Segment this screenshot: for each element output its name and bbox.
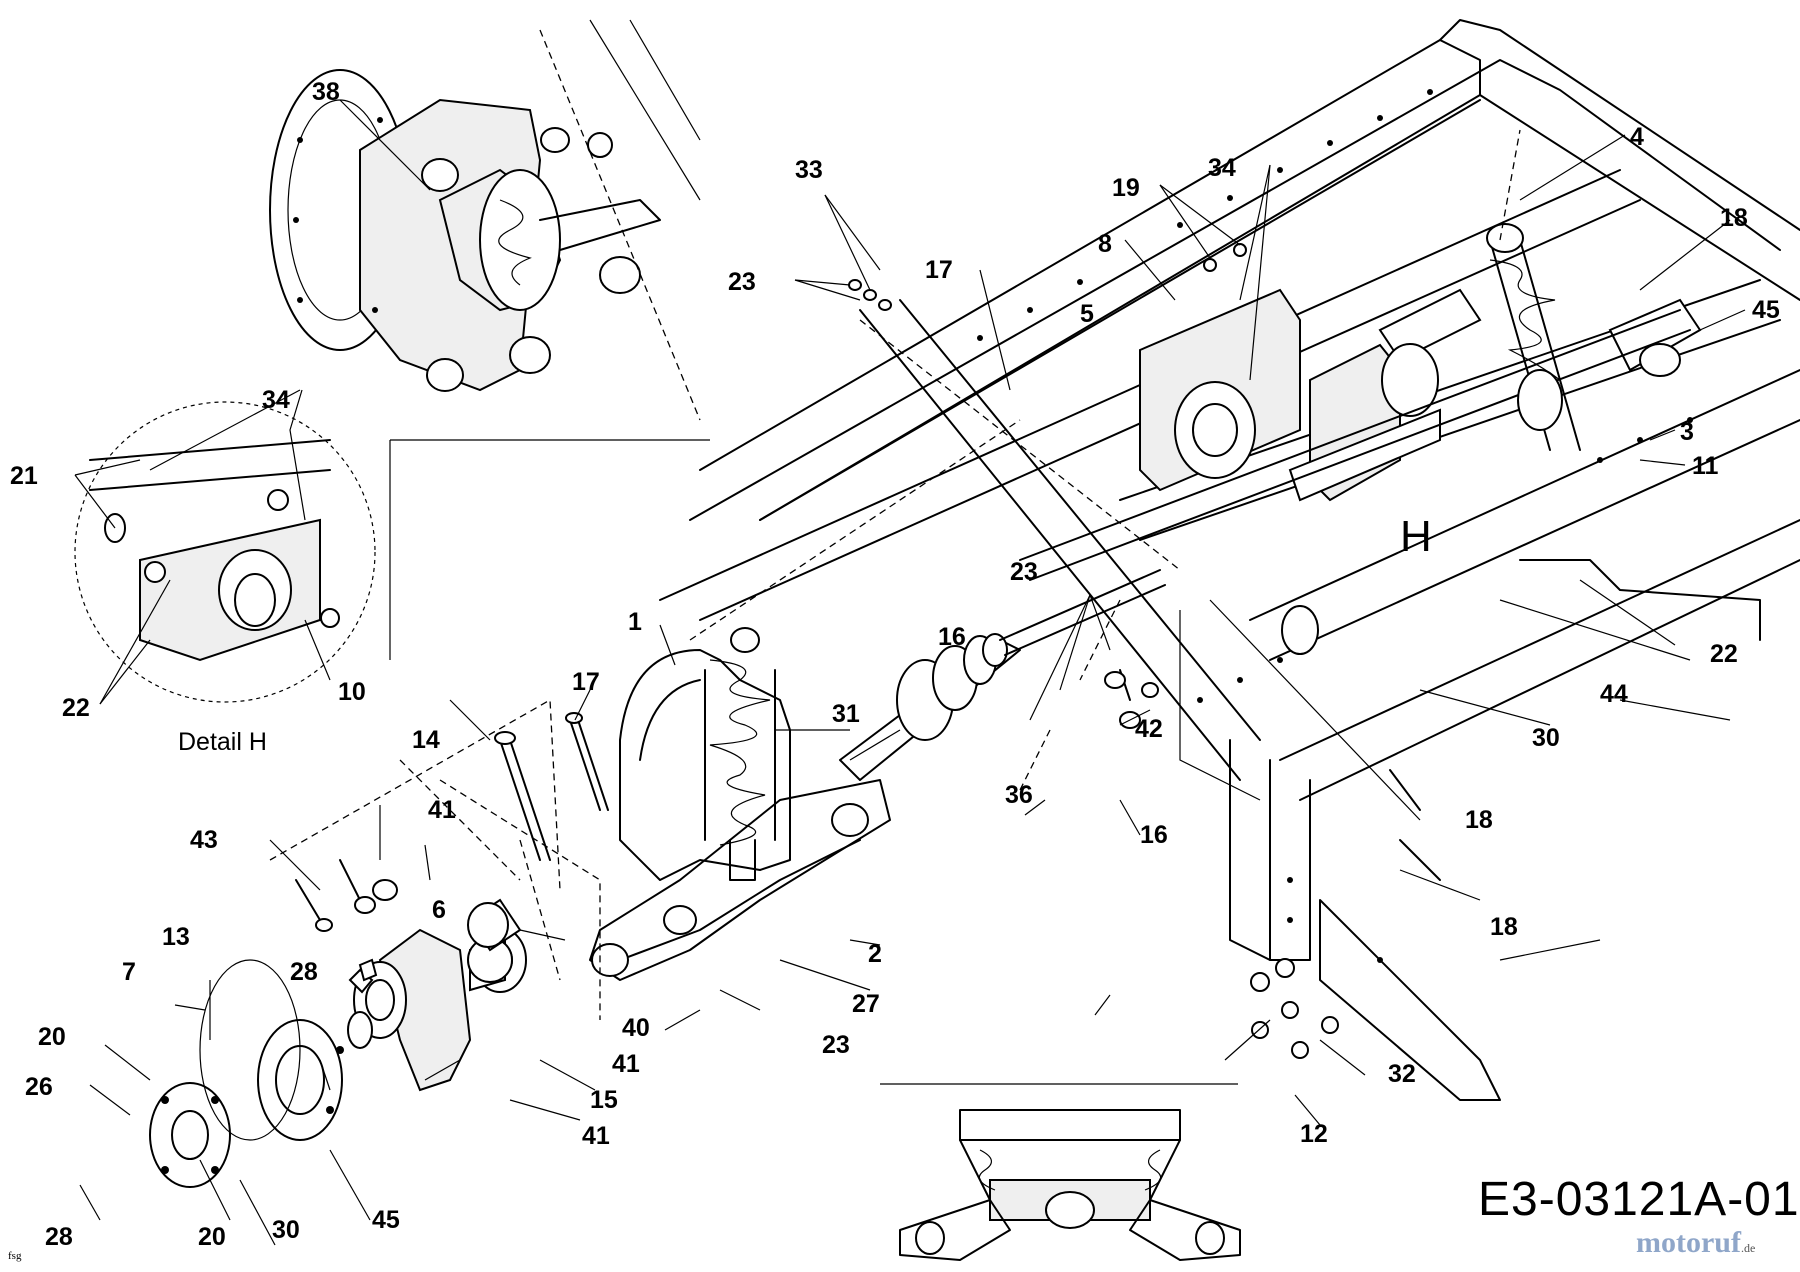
- callout-13: 13: [162, 923, 190, 951]
- callout-7: 7: [122, 958, 136, 986]
- callout-40: 40: [622, 1014, 650, 1042]
- callout-21: 21: [10, 462, 38, 490]
- drawing-code: E3-03121A-01: [1478, 1173, 1800, 1226]
- callout-1: 1: [628, 608, 642, 636]
- rear-axle-shaft: [1019, 309, 1691, 655]
- callout-30: 30: [1532, 724, 1560, 752]
- callout-12: 12: [1300, 1120, 1328, 1148]
- hub-detail-inset: [269, 19, 710, 660]
- callout-20b: 20: [198, 1223, 226, 1251]
- knuckle-hub-assembly: [149, 927, 527, 1188]
- callout-45: 45: [1752, 296, 1780, 324]
- callout-8: 8: [1098, 230, 1112, 258]
- callout-18c: 18: [1490, 913, 1518, 941]
- callout-23b: 23: [1010, 558, 1038, 586]
- watermark-logo: motoruf.de: [1636, 1226, 1755, 1260]
- callout-6: 6: [432, 896, 446, 924]
- hardware: [295, 243, 1441, 1059]
- callout-41b: 41: [612, 1050, 640, 1078]
- callout-27: 28: [290, 958, 318, 986]
- watermark-main: motoruf: [1636, 1226, 1741, 1259]
- callout-17: 17: [925, 256, 953, 284]
- callout-33: 33: [795, 156, 823, 184]
- callout-10: 10: [338, 678, 366, 706]
- callout-42: 42: [1135, 715, 1163, 743]
- assembly-lines: [269, 129, 1521, 1020]
- front-shock: [704, 627, 776, 881]
- callout-28: 30: [272, 1216, 300, 1244]
- callout-labels: 38 34 21 22 10 33 23 17 5 8 19 34 4 18 4…: [10, 78, 1780, 1251]
- callout-36: 36: [1005, 781, 1033, 809]
- detail-h-label: Detail H: [178, 728, 267, 756]
- callout-43: 43: [190, 826, 218, 854]
- leader-lines: [74, 99, 1746, 1246]
- callout-20: 20: [38, 1023, 66, 1051]
- callout-23c: 23: [822, 1031, 850, 1059]
- callout-15: 15: [590, 1086, 618, 1114]
- callout-23: 23: [728, 268, 756, 296]
- callout-45b: 45: [372, 1206, 400, 1234]
- callout-34b: 34: [1208, 154, 1236, 182]
- callout-44: 44: [1600, 680, 1628, 708]
- callout-19: 19: [1112, 174, 1140, 202]
- callout-41: 41: [428, 796, 456, 824]
- callout-31: 31: [832, 700, 860, 728]
- callout-41c: 41: [582, 1122, 610, 1150]
- callout-32: 32: [1388, 1060, 1416, 1088]
- callout-4: 4: [1630, 123, 1644, 151]
- callout-18: 18: [1720, 204, 1748, 232]
- callout-3: 3: [1680, 418, 1694, 446]
- callout-18b: 18: [1465, 806, 1493, 834]
- callout-26: 28: [45, 1223, 73, 1251]
- drive-shaft: [839, 569, 1166, 781]
- callout-11: 11: [1692, 452, 1719, 480]
- detail-h-circle: [74, 401, 376, 703]
- callout-25: 27: [852, 990, 880, 1018]
- callout-34: 34: [262, 386, 290, 414]
- callout-17b: 17: [572, 668, 600, 696]
- callout-16b: 16: [1140, 821, 1168, 849]
- maker-mark: fsg: [8, 1250, 22, 1262]
- callout-16: 16: [938, 623, 966, 651]
- callout-2: 2: [868, 940, 882, 968]
- transaxle: [1139, 288, 1482, 502]
- callout-22b: 22: [1710, 640, 1738, 668]
- main-frame: [659, 19, 1800, 1101]
- callout-24: 26: [25, 1073, 53, 1101]
- watermark-suffix: .de: [1740, 1241, 1756, 1255]
- front-view-inset: [880, 1083, 1241, 1261]
- callout-5: 5: [1080, 300, 1094, 328]
- callout-22: 22: [62, 694, 90, 722]
- callout-14: 14: [412, 726, 440, 754]
- callout-38: 38: [312, 78, 340, 106]
- detail-marker-h: H: [1400, 512, 1432, 561]
